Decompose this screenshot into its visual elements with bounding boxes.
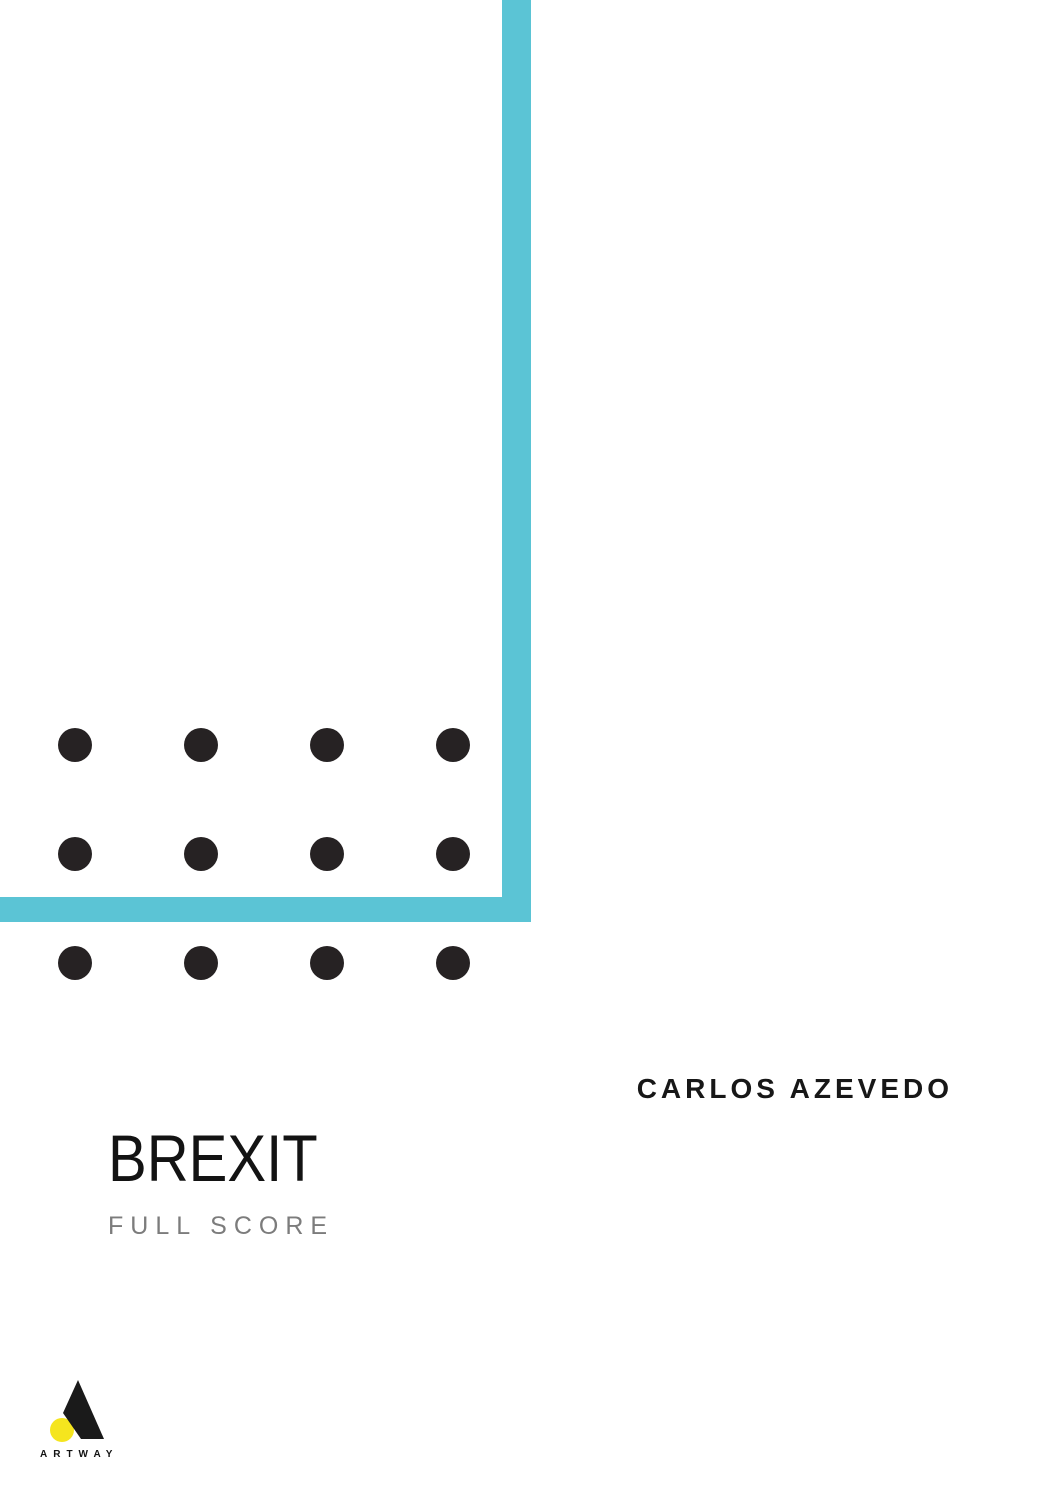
decorative-dot — [310, 946, 344, 980]
decorative-dot — [184, 837, 218, 871]
decorative-dot — [310, 728, 344, 762]
logo-black-fin — [63, 1380, 104, 1439]
decorative-dot — [436, 728, 470, 762]
score-title: BREXIT — [108, 1121, 318, 1195]
decorative-dot — [310, 837, 344, 871]
accent-vertical-bar — [502, 0, 531, 922]
publisher-logo: ARTWAY — [40, 1376, 130, 1460]
publisher-name: ARTWAY — [40, 1449, 119, 1460]
accent-horizontal-bar — [0, 897, 531, 922]
decorative-dot — [58, 837, 92, 871]
score-subtitle: FULL SCORE — [108, 1212, 335, 1240]
artway-logo-icon — [50, 1380, 104, 1442]
decorative-dot — [58, 728, 92, 762]
logo-yellow-dot — [50, 1418, 74, 1442]
decorative-dot — [436, 946, 470, 980]
decorative-dot — [184, 728, 218, 762]
decorative-dot — [184, 946, 218, 980]
dots-grid — [58, 728, 470, 980]
composer-name: CARLOS AZEVEDO — [636, 1073, 953, 1104]
decorative-dot — [58, 946, 92, 980]
decorative-dot — [436, 837, 470, 871]
